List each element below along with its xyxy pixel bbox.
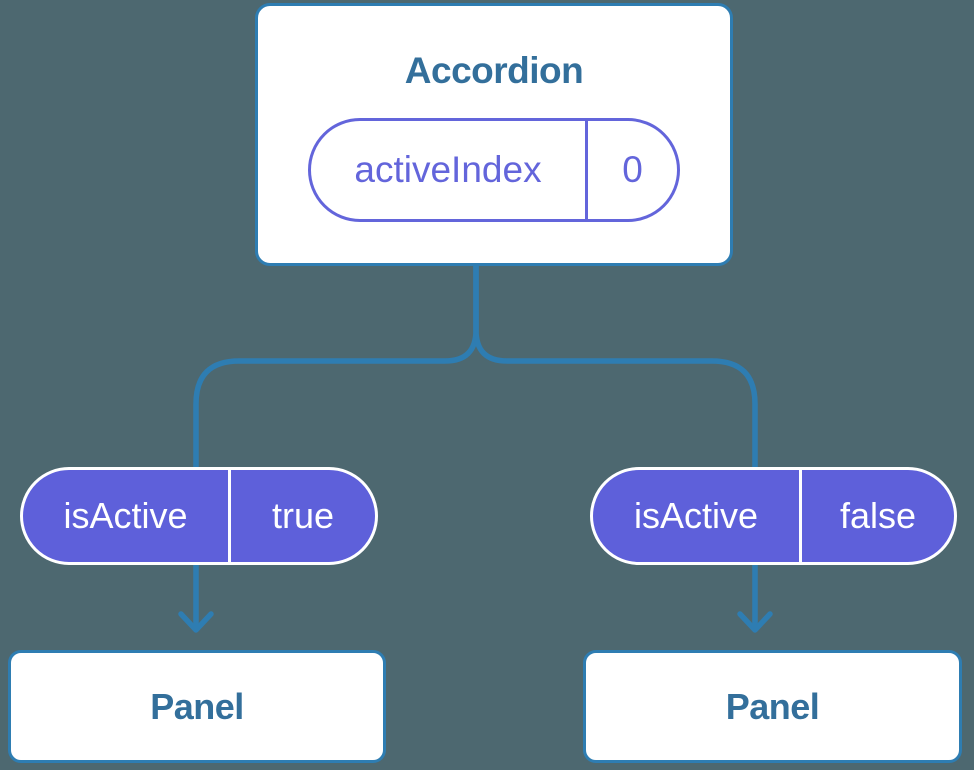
- accordion-title: Accordion: [404, 50, 584, 91]
- panel-card-right: Panel: [583, 650, 962, 763]
- prop-value: true: [271, 495, 335, 536]
- accordion-card: Accordion activeIndex 0: [255, 3, 733, 266]
- arrowhead-right-icon: [737, 611, 773, 633]
- arrowhead-left-icon: [178, 611, 214, 633]
- state-name: activeIndex: [311, 121, 588, 219]
- panel-card-left: Panel: [8, 650, 386, 763]
- state-value: 0: [622, 149, 643, 190]
- prop-name: isActive: [23, 470, 231, 562]
- panel-label: Panel: [725, 685, 820, 727]
- connector-left-branch: [193, 263, 479, 632]
- prop-pill-left: isActive true: [20, 467, 378, 565]
- panel-label: Panel: [150, 685, 244, 727]
- connector-right-branch: [473, 263, 758, 632]
- prop-value: false: [839, 495, 917, 536]
- prop-pill-right: isActive false: [590, 467, 957, 565]
- state-pill: activeIndex 0: [308, 118, 680, 222]
- prop-name: isActive: [593, 470, 802, 562]
